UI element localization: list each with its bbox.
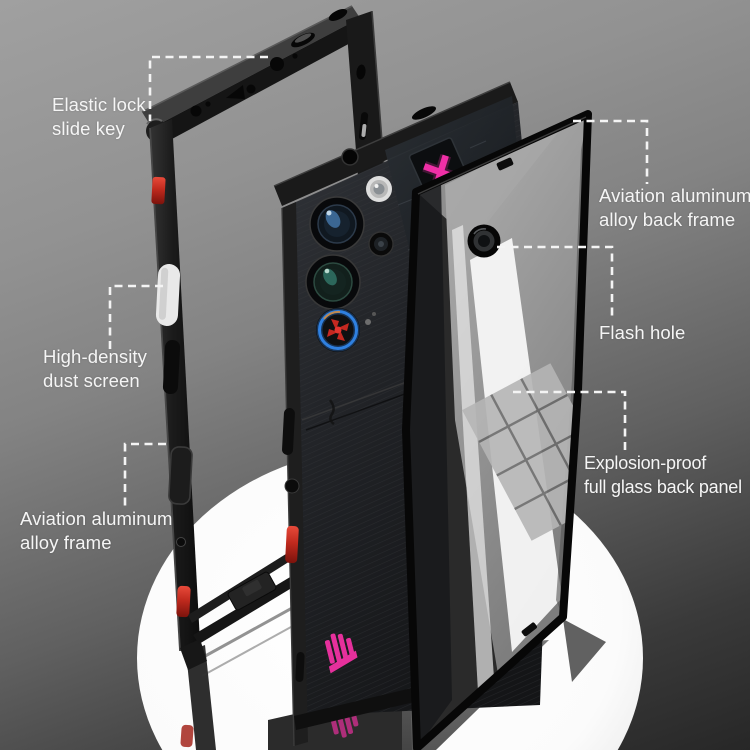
frame-left-rail	[149, 119, 207, 670]
callout-label-aviation-aluminum-alloy-back-frame: Aviation aluminum alloy back frame	[599, 184, 750, 231]
callout-text-line: Explosion-proof	[584, 453, 707, 473]
callout-line-aviation-aluminum-alloy-back-frame	[573, 119, 649, 184]
callout-text-line: alloy back frame	[599, 208, 736, 230]
callout-line-high-density-dust-screen	[108, 284, 163, 349]
cooling-fan	[316, 308, 360, 352]
callout-text-line: dust screen	[43, 369, 140, 391]
callout-label-aviation-aluminum-alloy-frame: Aviation aluminum alloy frame	[20, 507, 173, 554]
elastic-lock-key	[226, 85, 245, 99]
secondary-camera-lens	[305, 254, 361, 310]
callout-line-explosion-proof-full-glass-back-panel	[513, 390, 627, 454]
callout-line-aviation-aluminum-alloy-frame	[123, 442, 166, 509]
glass-back-panel	[402, 110, 592, 750]
red-magic-logo	[324, 633, 358, 674]
callout-label-explosion-proof-full-glass-back-panel: Explosion-proof full glass back panel	[584, 452, 742, 499]
callout-text-line: Flash hole	[599, 322, 686, 343]
flash-led	[366, 176, 392, 202]
callout-text-line: Elastic lock	[52, 94, 146, 115]
main-camera-lens	[309, 196, 365, 252]
elastic-lock-slide-key-button	[151, 176, 166, 205]
callout-text-line: full glass back panel	[584, 476, 742, 497]
flash-hole	[467, 224, 501, 258]
frame-top-bar	[142, 6, 360, 128]
phone-left-side	[281, 202, 308, 747]
phone-red-slider	[285, 525, 299, 564]
callout-lines	[108, 55, 649, 509]
callout-text-line: slide key	[52, 117, 125, 139]
aluminum-frame	[141, 5, 385, 670]
callout-label-flash-hole: Flash hole	[599, 321, 685, 345]
callout-text-line: Aviation aluminum	[599, 185, 750, 206]
macro-lens	[368, 231, 394, 257]
callout-label-high-density-dust-screen: High-density dust screen	[43, 345, 147, 392]
callout-line-flash-hole	[497, 245, 614, 316]
callout-label-elastic-lock-slide-key: Elastic lock slide key	[52, 93, 146, 140]
callout-text-line: alloy frame	[20, 531, 112, 553]
callout-text-line: High-density	[43, 346, 148, 367]
callout-text-line: Aviation aluminum	[20, 508, 173, 529]
frame-red-key	[176, 585, 191, 618]
top-mic-hole	[341, 148, 359, 166]
